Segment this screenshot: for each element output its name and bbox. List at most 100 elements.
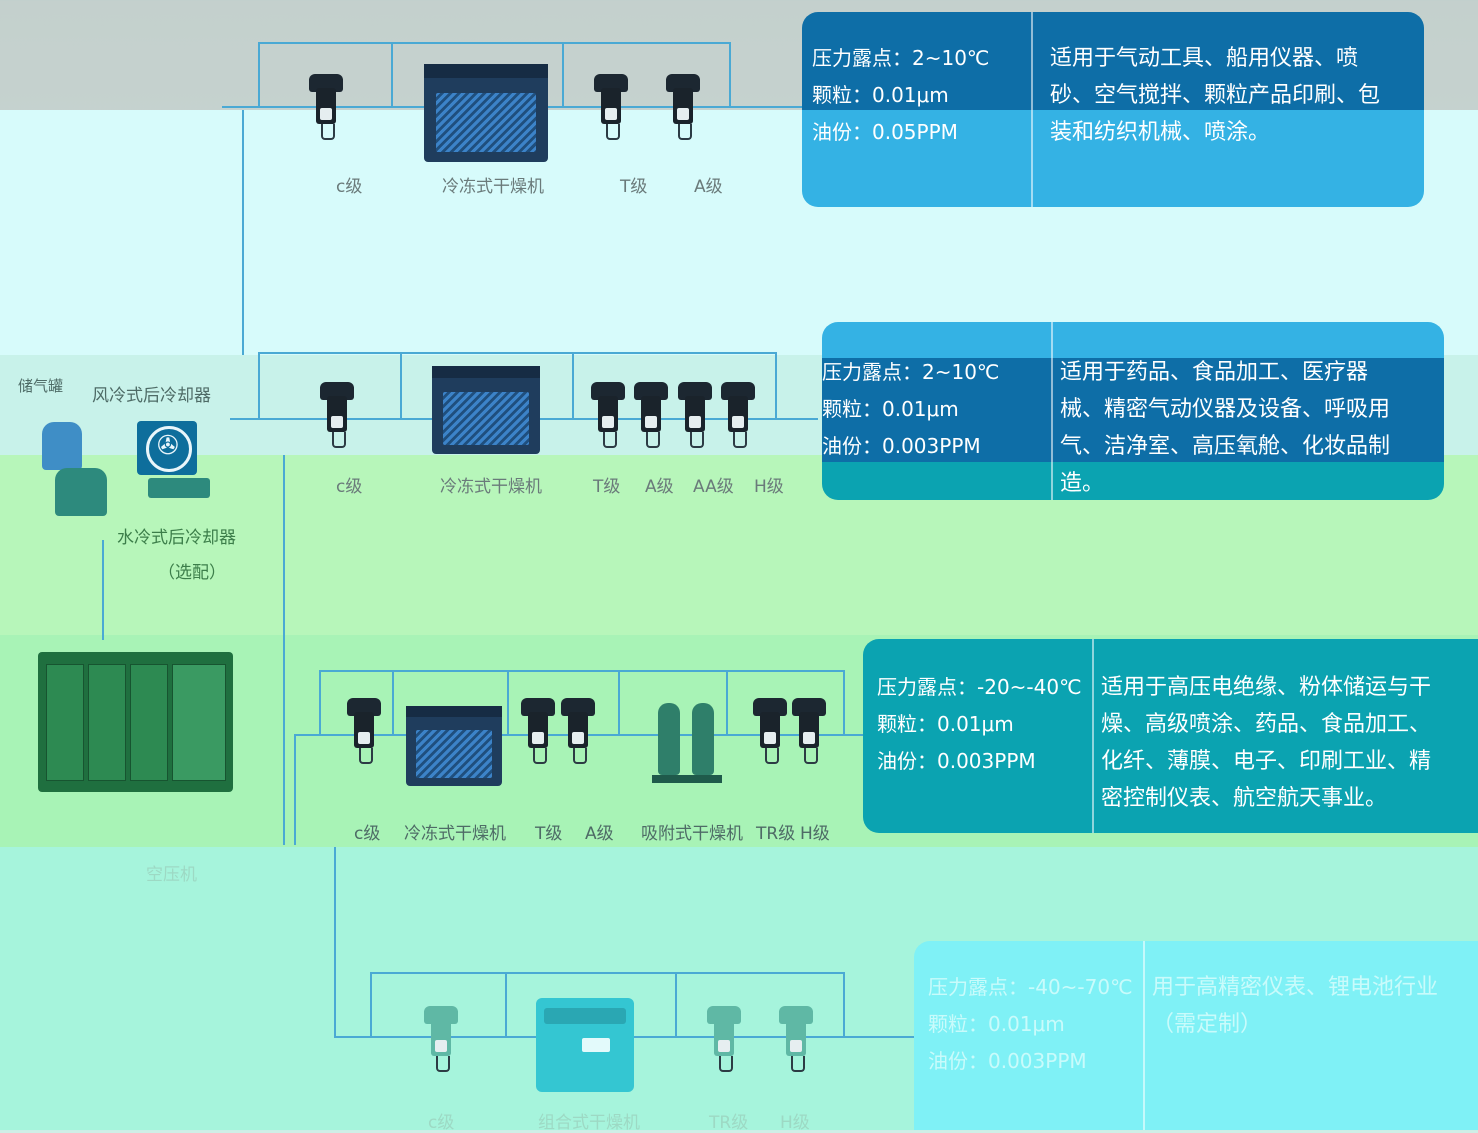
row2-label-t: T级 <box>593 477 621 497</box>
pipe <box>507 670 509 734</box>
h-filter-icon <box>721 382 755 448</box>
row4-info-box: 压力露点：-40~-70℃ 颗粒：0.01μm 油份：0.003PPM 用于高精… <box>914 941 1478 1130</box>
a-filter-icon <box>561 698 595 764</box>
pipe <box>843 670 845 734</box>
compressor-label: 空压机 <box>146 865 197 885</box>
pipe <box>391 42 393 107</box>
usage-line: 化纤、薄膜、电子、印刷工业、精 <box>1101 749 1432 774</box>
row3-label-a: A级 <box>585 824 614 844</box>
row4-label-tr: TR级 <box>709 1113 749 1133</box>
particle: 颗粒：0.01μm <box>822 397 959 421</box>
refrigerated-dryer-icon <box>432 366 540 454</box>
bypass-pipe <box>258 352 776 354</box>
water-cooler-icon <box>148 478 210 498</box>
air-compressor-icon <box>38 652 233 792</box>
particle: 颗粒：0.01μm <box>928 1012 1065 1036</box>
air-tank-icon <box>42 422 82 470</box>
pipe <box>505 972 507 1036</box>
pipe <box>258 352 260 418</box>
row3-label-c: c级 <box>354 824 381 844</box>
bypass-pipe <box>319 670 845 672</box>
refrigerated-dryer-icon <box>406 706 502 786</box>
row4-label-combined-dryer: 组合式干燥机 <box>538 1113 640 1133</box>
air-cooler-label: 风冷式后冷却器 <box>92 386 211 406</box>
row3-label-tr: TR级 <box>756 824 796 844</box>
pipe <box>334 847 336 1037</box>
row1-info-box: 压力露点：2~10℃ 颗粒：0.01μm 油份：0.05PPM 适用于气动工具、… <box>802 12 1424 207</box>
pipe <box>400 352 402 418</box>
row2-label-dryer: 冷冻式干燥机 <box>440 477 542 497</box>
a-filter-icon <box>634 382 668 448</box>
dew-point: 压力露点：-20~-40℃ <box>877 675 1082 699</box>
fan-cooler-icon <box>137 421 197 475</box>
usage-line: 气、洁净室、高压氧舱、化妆品制 <box>1060 434 1391 459</box>
t-filter-icon <box>591 382 625 448</box>
usage-line: 适用于高压电绝缘、粉体储运与干 <box>1101 675 1432 700</box>
c-filter-icon <box>347 698 381 764</box>
particle: 颗粒：0.01μm <box>877 712 1014 736</box>
row1-label-dryer: 冷冻式干燥机 <box>442 177 544 197</box>
dew-point: 压力露点：2~10℃ <box>812 46 990 70</box>
row2-label-h: H级 <box>754 477 784 497</box>
c-filter-icon <box>309 74 343 140</box>
usage-line: 适用于气动工具、船用仪器、喷 <box>1050 46 1359 71</box>
pipe <box>392 670 394 734</box>
c-filter-icon <box>424 1006 458 1072</box>
tank-label: 储气罐 <box>18 377 64 395</box>
usage-line: 装和纺织机械、喷涂。 <box>1050 120 1271 145</box>
water-cooler-label: 水冷式后冷却器 <box>117 528 236 548</box>
oil: 油份：0.05PPM <box>812 120 958 144</box>
pipe <box>102 540 104 640</box>
tr-filter-icon <box>707 1006 741 1072</box>
usage-line: 适用于药品、食品加工、医疗器 <box>1060 360 1369 385</box>
row4-label-h: H级 <box>780 1113 810 1133</box>
combined-dryer-icon <box>536 998 634 1092</box>
row3-label-adsorption: 吸附式干燥机 <box>641 824 743 844</box>
c-filter-icon <box>320 382 354 448</box>
pipe <box>843 972 845 1036</box>
a-filter-icon <box>666 74 700 140</box>
row2-label-a: A级 <box>645 477 674 497</box>
pipe <box>258 42 260 107</box>
particle: 颗粒：0.01μm <box>812 83 949 107</box>
t-filter-icon <box>594 74 628 140</box>
usage-line: 用于高精密仪表、锂电池行业 <box>1152 975 1439 1000</box>
pipe <box>729 42 731 107</box>
row3-info-box: 压力露点：-20~-40℃ 颗粒：0.01μm 油份：0.003PPM 适用于高… <box>863 639 1478 833</box>
pipe <box>726 670 728 734</box>
usage-line: 燥、高级喷涂、药品、食品加工、 <box>1101 712 1432 737</box>
pipe <box>294 735 296 845</box>
pipe <box>618 670 620 734</box>
row2-info-box: 压力露点：2~10℃ 颗粒：0.01μm 油份：0.003PPM 适用于药品、食… <box>822 322 1444 500</box>
oil: 油份：0.003PPM <box>928 1049 1087 1073</box>
aa-filter-icon <box>678 382 712 448</box>
row2-label-aa: AA级 <box>693 477 734 497</box>
pipe <box>572 352 574 418</box>
row4-label-c: c级 <box>428 1113 455 1133</box>
pipe <box>775 352 777 418</box>
optional-label: （选配） <box>158 563 226 583</box>
tr-filter-icon <box>753 698 787 764</box>
adsorption-dryer-icon <box>652 693 722 787</box>
dew-point: 压力露点：2~10℃ <box>822 360 1000 384</box>
row2-label-c: c级 <box>336 477 363 497</box>
pipe <box>370 972 372 1036</box>
dew-point: 压力露点：-40~-70℃ <box>928 975 1133 999</box>
pipe <box>242 110 244 355</box>
row1-label-t: T级 <box>620 177 648 197</box>
bypass-pipe <box>370 972 844 974</box>
row3-label-h: H级 <box>800 824 830 844</box>
pipe <box>562 42 564 107</box>
air-tank-base-icon <box>55 468 107 516</box>
row1-label-a: A级 <box>694 177 723 197</box>
pipe <box>675 972 677 1036</box>
h-filter-icon <box>779 1006 813 1072</box>
row3-label-t: T级 <box>535 824 563 844</box>
row1-label-c: c级 <box>336 177 363 197</box>
usage-line: 砂、空气搅拌、颗粒产品印刷、包 <box>1050 83 1381 108</box>
t-filter-icon <box>521 698 555 764</box>
bypass-pipe <box>258 42 730 44</box>
pipe <box>283 455 285 845</box>
oil: 油份：0.003PPM <box>877 749 1036 773</box>
usage-line: 造。 <box>1060 471 1105 496</box>
